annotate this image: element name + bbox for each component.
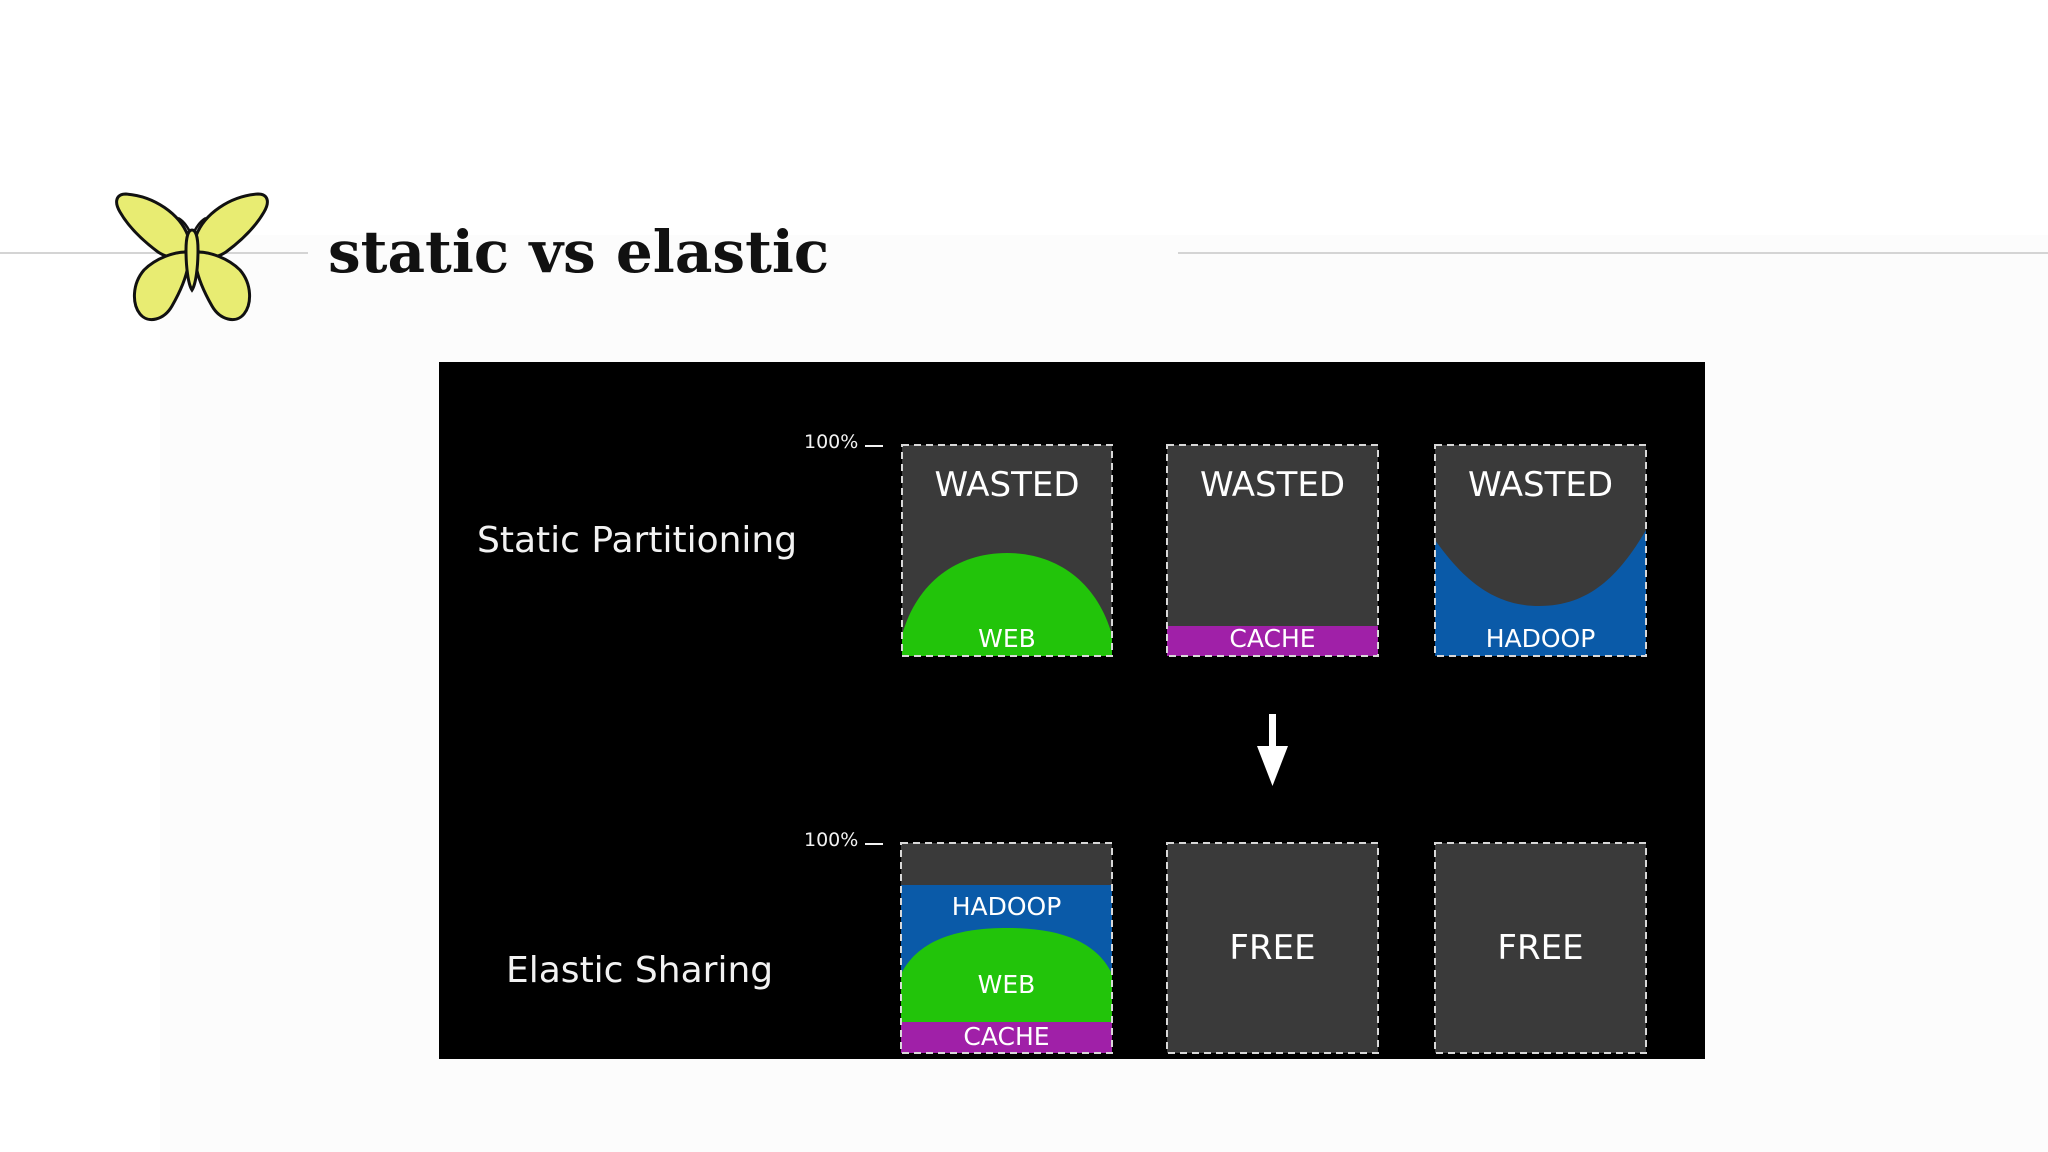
cache-usage-area bbox=[1167, 626, 1378, 656]
static-scale-label: 100% bbox=[804, 431, 859, 453]
elastic-box-1-cache-text: CACHE bbox=[963, 1022, 1050, 1051]
slide-title: static vs elastic bbox=[328, 218, 830, 286]
elastic-scale-label: 100% bbox=[804, 829, 859, 851]
static-scale-tick bbox=[865, 445, 883, 447]
title-rule-right bbox=[1178, 252, 2048, 254]
static-box-3-wasted-text: WASTED bbox=[1467, 465, 1614, 505]
elastic-box-2-free-text: FREE bbox=[1229, 928, 1316, 968]
cache-layer bbox=[901, 1022, 1112, 1053]
elastic-box-1-hadoop-text: HADOOP bbox=[951, 892, 1062, 921]
elastic-box-shared bbox=[900, 842, 1113, 1054]
hadoop-usage-area bbox=[1435, 530, 1646, 656]
static-box-cache bbox=[1166, 444, 1379, 657]
static-box-2-wasted-text: WASTED bbox=[1199, 465, 1346, 505]
static-box-web bbox=[901, 444, 1113, 657]
web-layer bbox=[901, 928, 1112, 1025]
title-rule-left bbox=[0, 252, 308, 254]
butterfly-icon bbox=[114, 186, 270, 326]
static-box-hadoop bbox=[1434, 444, 1647, 657]
static-box-1-wasted-text: WASTED bbox=[934, 465, 1080, 505]
elastic-row-label: Elastic Sharing bbox=[506, 950, 774, 991]
web-usage-area bbox=[902, 553, 1112, 656]
elastic-box-1-web-text: WEB bbox=[977, 970, 1036, 999]
static-box-2-cache-text: CACHE bbox=[1229, 624, 1316, 653]
elastic-box-free-1 bbox=[1166, 842, 1379, 1054]
elastic-box-3-free-text: FREE bbox=[1497, 928, 1584, 968]
static-box-3-hadoop-text: HADOOP bbox=[1485, 624, 1596, 653]
static-row-label: Static Partitioning bbox=[477, 520, 798, 561]
arrow-down-icon bbox=[1257, 714, 1288, 786]
partitioning-diagram: Static Partitioning Elastic Sharing 100%… bbox=[439, 362, 1705, 1059]
static-box-1-web-text: WEB bbox=[978, 624, 1036, 653]
elastic-scale-tick bbox=[865, 843, 883, 845]
elastic-box-free-2 bbox=[1434, 842, 1647, 1054]
